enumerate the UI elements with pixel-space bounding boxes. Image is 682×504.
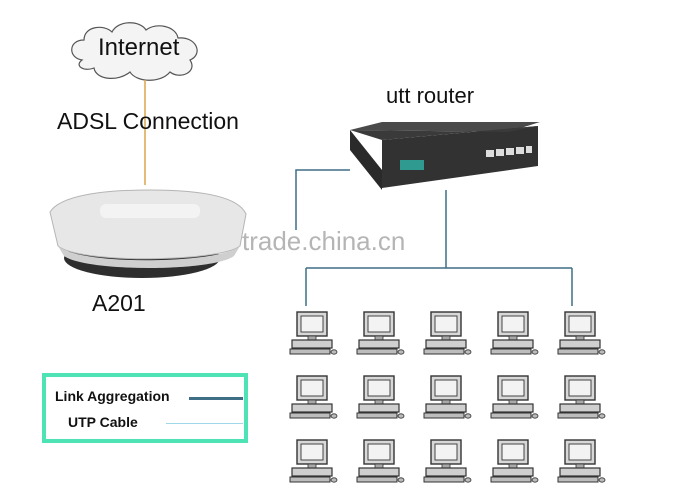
computer-icon (422, 310, 472, 358)
computer-icon (355, 310, 405, 358)
computer-icon (556, 374, 606, 422)
router-modem-link (295, 169, 350, 230)
computer-icon (288, 374, 338, 422)
modem-icon (49, 189, 247, 278)
computer-icon (355, 374, 405, 422)
router-icon (350, 122, 540, 190)
adsl-connection-label: ADSL Connection (57, 108, 239, 134)
computer-icon (422, 438, 472, 486)
watermark: trade.china.cn (242, 226, 406, 256)
computer-icon (489, 374, 539, 422)
computer-icon (288, 310, 338, 358)
computer-icon (489, 438, 539, 486)
computer-icon (288, 438, 338, 486)
router-label: utt router (386, 83, 475, 108)
legend-utp-cable-swatch (166, 423, 243, 424)
internet-cloud-icon (71, 22, 198, 81)
computer-icon (355, 438, 405, 486)
legend-utp-cable: UTP Cable (68, 414, 138, 430)
legend-link-aggregation: Link Aggregation (55, 388, 170, 404)
legend: Link Aggregation UTP Cable (42, 373, 248, 443)
legend-link-aggregation-swatch (189, 397, 243, 400)
computer-icon (556, 310, 606, 358)
computer-icon (422, 374, 472, 422)
internet-label: Internet (98, 34, 180, 61)
computer-icon (556, 438, 606, 486)
computer-icon (489, 310, 539, 358)
modem-label: A201 (92, 290, 146, 316)
